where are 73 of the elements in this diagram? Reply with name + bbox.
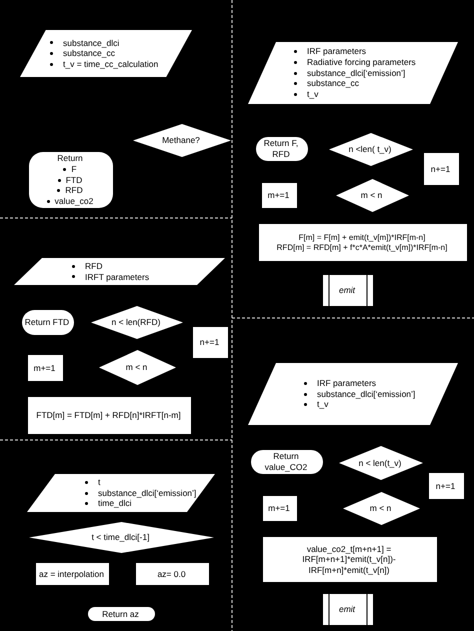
subprocess-box (323, 275, 373, 306)
process-box (263, 537, 437, 582)
node-label: RFD[m] = RFD[m] + f*c*A*emit(t_v[m])*IRF[m-n] (276, 242, 448, 252)
process-box (28, 397, 191, 434)
node-label: m+=1 (268, 503, 290, 514)
decision-diamond (133, 124, 231, 157)
list-item: F (63, 164, 77, 175)
list-item: t_v (304, 399, 328, 410)
list-item: value_co2 (46, 196, 94, 207)
node-label: Return value_CO2 (264, 451, 308, 473)
process-box (263, 496, 297, 521)
process-box (259, 224, 467, 261)
list-item: t (85, 477, 100, 488)
list-item: substance_dlci[‘emission’] (85, 488, 196, 498)
list-item: IRF parameters (304, 378, 376, 389)
node-label: az= 0.0 (157, 568, 186, 580)
node-label: Methane? (162, 135, 200, 146)
process-box (36, 563, 109, 585)
node-label: Return (57, 153, 83, 164)
node-label: m < n (126, 362, 148, 373)
node-label: n+=1 (436, 480, 456, 492)
decision-diamond (29, 522, 214, 553)
node-label: n < len(RFD) (112, 317, 160, 328)
input-parallelogram (248, 42, 458, 104)
subprocess-label: emit (338, 285, 356, 296)
node-label: F[m] = F[m] + emit(t_v[m])*IRF[m-n] (298, 232, 426, 242)
node-label: n+=1 (430, 164, 450, 174)
node-label: n < len(t_v) (358, 458, 402, 468)
node-label: t < time_dlci[-1] (92, 532, 150, 543)
input-parallelogram (20, 30, 192, 77)
node-label: m < n (370, 503, 392, 514)
decision-diamond (339, 446, 423, 480)
process-box (424, 153, 459, 185)
input-parallelogram (27, 474, 215, 512)
list-item: substance_cc (294, 78, 359, 89)
decision-diamond (329, 133, 413, 166)
list-item: RFD (72, 260, 102, 272)
node-label: Return FTD (24, 317, 70, 328)
list-item: RFD (57, 185, 83, 196)
list-item: time_dlci (85, 498, 132, 509)
subprocess-label: emit (338, 604, 356, 615)
list-item: FTD (58, 174, 82, 186)
input-parallelogram (248, 363, 458, 425)
list-item: substance_cc (50, 48, 115, 59)
process-box (136, 563, 209, 585)
decision-diamond (91, 306, 183, 339)
decision-diamond (343, 492, 420, 525)
node-label: Return az (102, 608, 139, 620)
list-item: substance_dlci (50, 38, 120, 48)
list-item: t_v (294, 88, 318, 100)
process-box (193, 327, 228, 358)
decision-diamond (99, 350, 176, 385)
process-box (262, 183, 297, 208)
process-box (429, 473, 464, 499)
list-item: IRF parameters (294, 46, 366, 58)
node-label: n+=1 (200, 337, 220, 348)
node-label: az = interpolation (39, 568, 104, 580)
input-parallelogram (14, 258, 225, 285)
node-label: value_co2_t[m+n+1] = IRF[m+n+1]*emit(t_v[n])- IRF[m+n]*emit(t_v[n]) (301, 544, 397, 576)
list-item: IRFT parameters (72, 272, 150, 282)
node-label: Return F, RFD (262, 138, 300, 160)
list-item: Radiative forcing parameters (294, 57, 416, 68)
subprocess-box (323, 594, 373, 625)
node-label: m+=1 (34, 362, 56, 374)
node-label: n <len( t_v) (348, 144, 392, 155)
process-box (28, 355, 63, 381)
decision-diamond (336, 179, 409, 212)
list-item: substance_dlci[‘emission’] (304, 388, 416, 400)
node-label: FTD[m] = FTD[m] + RFD[n]*IRFT[n-m] (36, 410, 181, 421)
list-item: substance_dlci[‘emission’] (294, 68, 406, 78)
node-label: m < n (360, 190, 382, 201)
list-item: t_v = time_cc_calculation (50, 58, 158, 70)
node-label: m+=1 (268, 190, 290, 201)
